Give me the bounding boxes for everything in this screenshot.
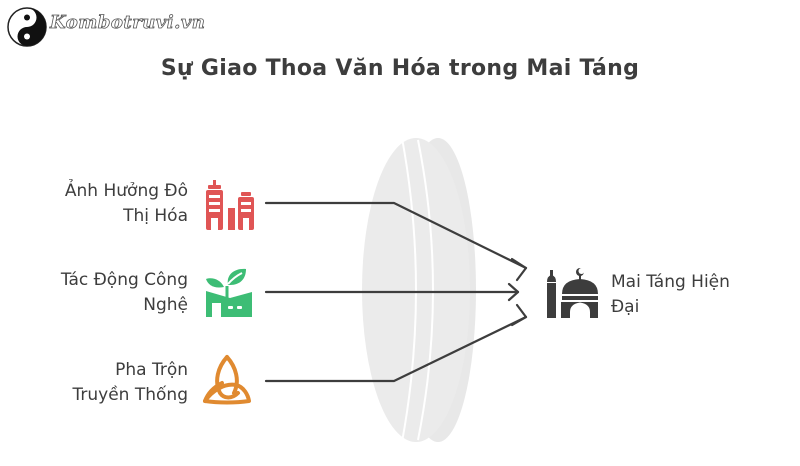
city-buildings-icon xyxy=(206,180,254,230)
lens-shape xyxy=(362,137,476,443)
yin-yang-icon xyxy=(7,7,47,47)
output-label-modern-funeral: Mai Táng Hiện Đại xyxy=(611,272,730,317)
input-label-urbanization: Ảnh Hưởng Đô Thị Hóa xyxy=(64,181,188,226)
arrow-urbanization xyxy=(264,201,528,270)
triquetra-knot-icon xyxy=(203,355,251,405)
input-label-tradition: Pha Trộn Truyền Thống xyxy=(72,360,188,405)
eco-factory-icon xyxy=(206,268,252,317)
watermark-logo: Kombotruvi.vn xyxy=(6,6,206,48)
diagram-title: Sự Giao Thoa Văn Hóa trong Mai Táng xyxy=(160,56,640,81)
arrow-tradition xyxy=(264,315,528,383)
input-label-technology: Tác Động Công Nghệ xyxy=(60,270,188,315)
mosque-icon xyxy=(547,268,598,318)
watermark-text: Kombotruvi.vn xyxy=(50,12,206,34)
